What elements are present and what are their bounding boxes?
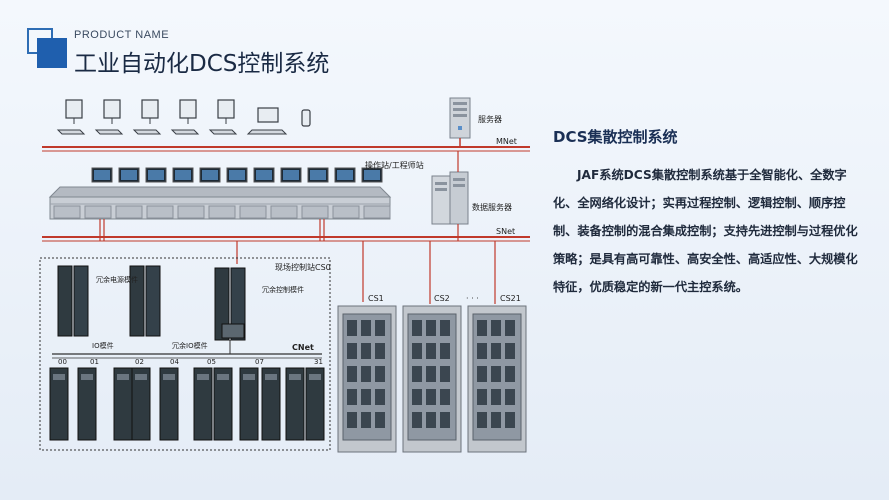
server-label: 服务器	[478, 114, 502, 124]
page-title: 工业自动化DCS控制系统	[74, 51, 330, 77]
cabinet-label: · · ·	[466, 294, 479, 303]
io-module	[193, 367, 213, 441]
console-monitor-icon	[226, 167, 248, 183]
io-module	[159, 367, 179, 441]
redundant-control-modules	[214, 267, 246, 341]
slot-label: 04	[170, 358, 179, 366]
snet-label: SNet	[496, 227, 515, 236]
workstation-monitor-icon	[56, 99, 86, 135]
console-monitor-icon	[172, 167, 194, 183]
console-monitor-icon	[199, 167, 221, 183]
description-body: JAF系统DCS集散控制系统基于全智能化、全数字化、全网络化设计；实再过程控制、…	[553, 168, 858, 294]
logo-square-filled	[37, 38, 67, 68]
io-module	[113, 367, 133, 441]
control-cabinet	[467, 305, 527, 453]
io-module-row	[49, 367, 325, 441]
server-icon	[449, 97, 471, 147]
description-heading: DCS集散控制系统	[553, 128, 678, 146]
workstation-monitor-icon	[208, 99, 238, 135]
workstation-monitor-icon	[132, 99, 162, 135]
console-monitor-icon	[280, 167, 302, 183]
slot-label: 01	[90, 358, 99, 366]
console-panel	[332, 205, 360, 219]
redundant-io-label: 冗余IO模件	[172, 341, 208, 350]
operator-console	[48, 167, 392, 220]
cabinet-label: CS2	[434, 294, 450, 303]
io-module	[305, 367, 325, 441]
operator-station-label: 操作站/工程师站	[365, 160, 424, 170]
slot-label: 00	[58, 358, 67, 366]
slot-label: 07	[255, 358, 264, 366]
control-cabinet	[337, 305, 397, 453]
console-panel	[177, 205, 205, 219]
io-module	[131, 367, 151, 441]
console-panel	[270, 205, 298, 219]
slot-label: 02	[135, 358, 144, 366]
field-station-label: 现场控制站CS0	[275, 262, 331, 272]
console-monitor-icon	[118, 167, 140, 183]
console-monitor-icon	[145, 167, 167, 183]
workstation-monitor-icon	[94, 99, 124, 135]
field-station-frame	[39, 257, 331, 451]
cabinet-label: CS1	[368, 294, 384, 303]
console-panel	[239, 205, 267, 219]
console-panel	[53, 205, 81, 219]
console-panel	[208, 205, 236, 219]
console-panel	[84, 205, 112, 219]
io-module	[213, 367, 233, 441]
product-name: PRODUCT NAME	[74, 29, 170, 41]
laptop-icon	[246, 107, 288, 135]
cabinet-label: CS21	[500, 294, 521, 303]
workstation-monitor-icon	[170, 99, 200, 135]
console-monitor-icon	[91, 167, 113, 183]
io-module-label: IO模件	[92, 341, 114, 350]
workstation-row	[56, 99, 311, 135]
console-connectors	[99, 151, 496, 304]
control-cabinets	[337, 305, 527, 453]
io-module	[261, 367, 281, 441]
redundant-power-modules	[57, 265, 161, 337]
redundant-power-label: 冗余电源模件	[96, 275, 138, 284]
io-module	[285, 367, 305, 441]
console-panel	[146, 205, 174, 219]
slot-label: 31	[314, 358, 323, 366]
console-panel	[115, 205, 143, 219]
slot-label: 05	[207, 358, 216, 366]
mnet-label: MNet	[496, 137, 517, 146]
cnet-label: CNet	[292, 343, 314, 352]
dcs-architecture-diagram: MNet 服务器 操作站/工程师站 数据服务器	[39, 97, 530, 453]
description-panel: DCS集散控制系统 JAF系统DCS集散控制系统基于全智能化、全数字化、全网络化…	[553, 126, 868, 301]
control-cabinet	[402, 305, 462, 453]
console-panel	[363, 205, 391, 219]
mobile-device-icon	[301, 109, 311, 127]
console-monitor-icon	[361, 167, 383, 183]
io-module	[49, 367, 69, 441]
io-module	[77, 367, 97, 441]
console-monitor-icon	[307, 167, 329, 183]
console-monitor-icon	[253, 167, 275, 183]
data-server-label: 数据服务器	[472, 202, 512, 212]
redundant-control-label: 冗余控制模件	[262, 285, 304, 294]
console-monitor-icon	[334, 167, 356, 183]
console-panel	[301, 205, 329, 219]
data-server-icon	[431, 171, 469, 225]
io-module	[239, 367, 259, 441]
